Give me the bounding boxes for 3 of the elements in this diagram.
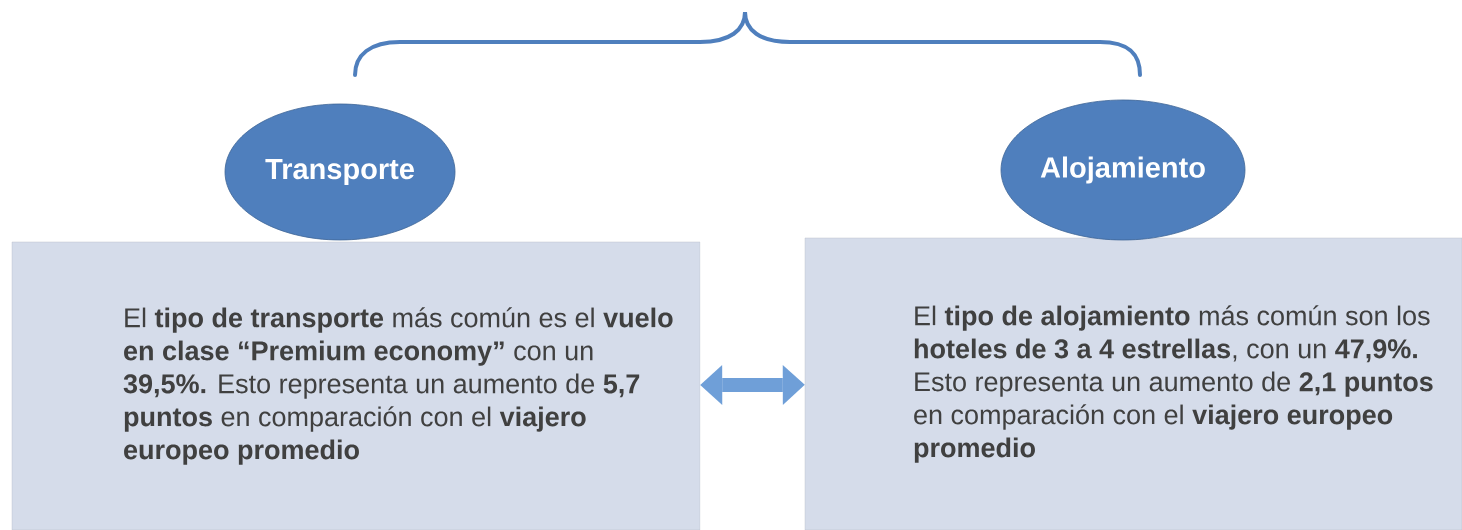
text-box: El tipo de alojamiento más común son los hoteles de 3 a 4 estrellas, con un 47,9%. Esto representa un aumento de 2,1 puntos en comparación con el viajero europeo promedio [804,237,1462,530]
double-arrow [700,364,805,406]
text-box: El tipo de transporte más común es el vuelo en clase “Premium economy” con un 39,5%. Esto representa un aumento de 5,7 puntos en comparación con el viajero europeo promedio [11,241,701,530]
